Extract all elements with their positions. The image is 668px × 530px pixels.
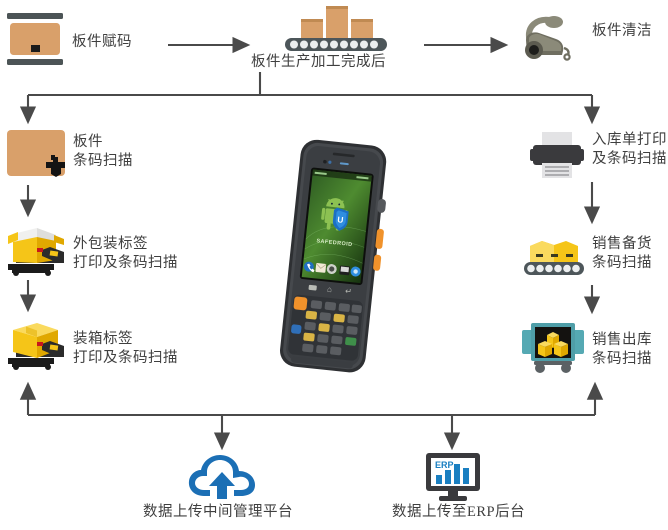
step-label-panel-scan: 板件 条码扫描 [73,134,133,169]
step-label-inbound-print: 入库单打印 及条码扫描 [592,132,667,167]
step-label-sales-stock: 销售备货 条码扫描 [592,236,652,271]
panel-scan-icon [6,128,66,180]
svg-text:ERP: ERP [435,460,454,470]
step-label-cleaning: 板件清洁 [592,23,652,39]
cloud-upload-icon [186,452,258,500]
step-label-carton-label: 装箱标签 打印及条码扫描 [73,331,178,366]
erp-monitor-icon: ERP [424,452,482,502]
svg-text:SAFEDROID: SAFEDROID [316,238,353,248]
delivery-truck-icon [520,318,586,376]
step-label-assign-code: 板件赋码 [72,34,132,50]
packing-label-icon [6,316,68,372]
step-label-sales-outbound: 销售出库 条码扫描 [592,332,652,367]
stock-conveyor-icon [522,232,586,280]
svg-text:U: U [337,215,344,225]
conveyor-icon [283,5,389,53]
carton-label-icon [6,222,68,278]
printer-icon [530,130,584,180]
vacuum-cleaner-icon [520,14,582,62]
step-label-outer-label: 外包装标签 打印及条码扫描 [73,236,178,271]
svg-text:⌂: ⌂ [327,285,333,294]
step-label-production-done: 板件生产加工完成后 [251,54,386,70]
step-label-cloud-platform: 数据上传中间管理平台 [143,504,293,520]
pda-device-icon: U SAFEDROID [262,132,402,382]
panel-code-icon [6,13,64,65]
svg-text:↵: ↵ [345,287,353,297]
step-label-erp-backend: 数据上传至ERP后台 [392,504,526,520]
